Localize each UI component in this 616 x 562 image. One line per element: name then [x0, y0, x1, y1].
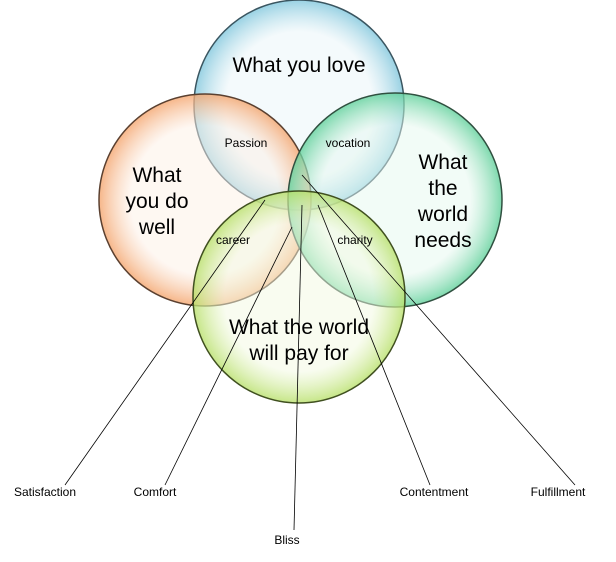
outcome-contentment: Contentment [399, 485, 469, 499]
overlap-charity: charity [337, 233, 373, 247]
label-line: you do [125, 190, 189, 213]
label-line: What [132, 164, 182, 187]
outcome-comfort: Comfort [133, 485, 177, 499]
line-fulfillment [301, 174, 576, 486]
line-contentment [317, 204, 431, 486]
label-line: needs [414, 229, 472, 252]
label-line: the [428, 177, 458, 200]
label-what-you-love: What you love [232, 54, 366, 77]
label-what-the-world-will-pay-for: What the world will pay for [199, 315, 399, 367]
line-satisfaction [64, 199, 266, 486]
label-what-the-world-needs: What the world needs [393, 150, 493, 254]
outcome-bliss: Bliss [274, 533, 300, 547]
overlap-vocation: vocation [325, 136, 371, 150]
line-comfort [164, 226, 293, 486]
label-line: will pay for [249, 342, 349, 365]
label-line: well [138, 216, 176, 239]
overlap-passion: Passion [224, 136, 268, 150]
outcome-satisfaction: Satisfaction [13, 485, 77, 499]
label-what-you-do-well: What you do well [107, 163, 207, 241]
label-line: world [417, 203, 469, 226]
outcome-fulfillment: Fulfillment [530, 485, 586, 499]
label-line: What [418, 151, 468, 174]
label-line: What the world [228, 316, 370, 339]
line-bliss [293, 204, 303, 531]
circle-what-the-world-will-pay-for [192, 190, 406, 404]
overlap-career: career [215, 233, 250, 247]
